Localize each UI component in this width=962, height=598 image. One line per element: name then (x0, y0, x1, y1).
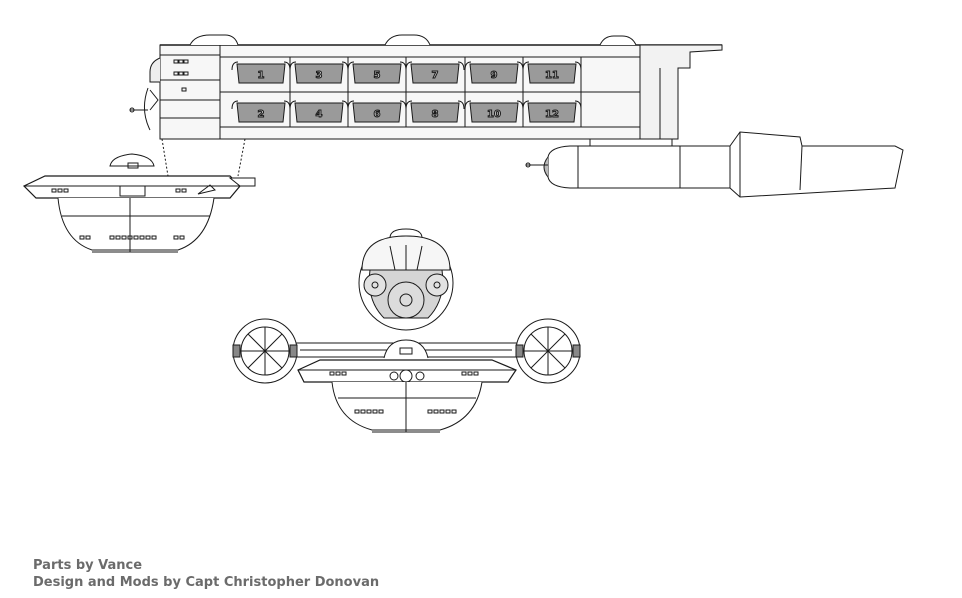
pod-number: 10 (487, 109, 501, 120)
cargo-spine (129, 34, 723, 140)
credits: Parts by Vance Design and Mods by Capt C… (33, 557, 379, 591)
cargo-pod: 12 (522, 100, 582, 123)
cargo-pod: 11 (522, 61, 582, 84)
front-view (232, 228, 581, 433)
front-saucer (297, 339, 517, 433)
cargo-pod: 9 (464, 61, 524, 84)
cargo-pod: 2 (231, 100, 291, 123)
cargo-pods-top: 1 3 5 7 (231, 61, 582, 84)
front-nacelle-right (515, 318, 581, 384)
pod-number: 2 (258, 109, 265, 120)
cargo-pod: 10 (464, 100, 524, 123)
cargo-pods-bottom: 2 4 6 8 (231, 100, 582, 123)
pod-number: 11 (545, 70, 559, 81)
front-upper-hull (358, 228, 454, 331)
pod-number: 12 (545, 109, 559, 120)
credit-parts: Parts by Vance (33, 558, 143, 573)
pod-number: 7 (432, 70, 439, 81)
pod-number: 4 (316, 109, 323, 120)
pod-number: 5 (374, 70, 381, 81)
pod-number: 3 (316, 70, 323, 81)
pod-number: 9 (491, 70, 498, 81)
cargo-pod: 3 (289, 61, 349, 84)
side-saucer (22, 153, 256, 253)
side-nacelle (525, 131, 904, 198)
pod-number: 1 (258, 70, 265, 81)
cargo-pod: 6 (347, 100, 407, 123)
cargo-pod: 8 (405, 100, 465, 123)
cargo-pod: 4 (289, 100, 349, 123)
pod-number: 6 (374, 109, 381, 120)
credit-design: Design and Mods by Capt Christopher Dono… (33, 575, 380, 590)
front-nacelle-left (232, 318, 298, 384)
pod-number: 8 (432, 109, 439, 120)
side-view: 1 3 5 7 (22, 34, 904, 253)
cargo-pod: 1 (231, 61, 291, 84)
cargo-dividers (289, 57, 582, 127)
cargo-pod: 5 (347, 61, 407, 84)
cargo-pod: 7 (405, 61, 465, 84)
